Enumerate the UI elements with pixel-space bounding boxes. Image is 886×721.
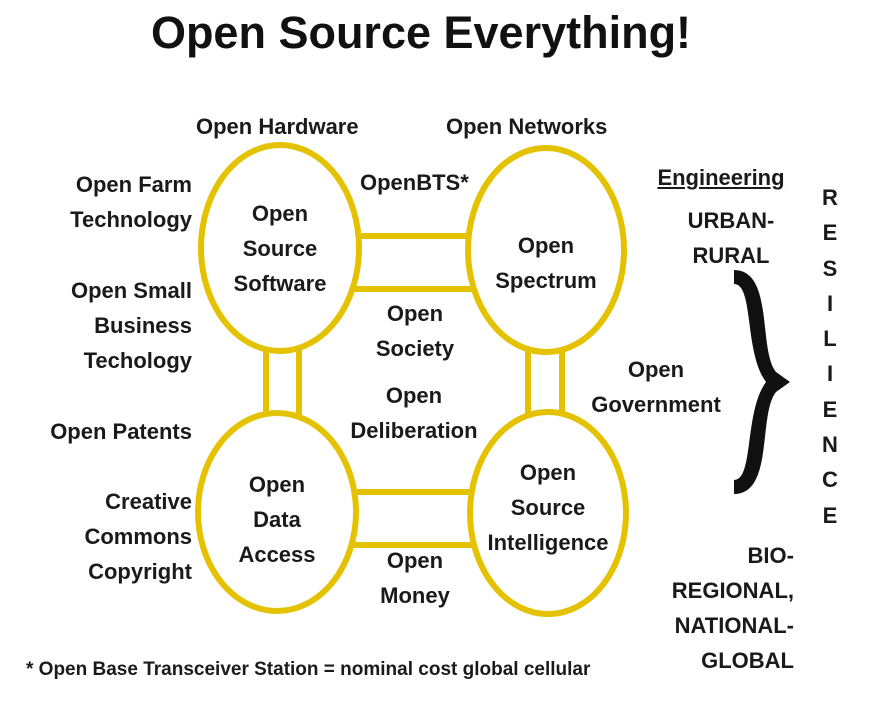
label-urban-rural: URBAN- RURAL xyxy=(687,208,775,268)
label-creative-commons: Creative Commons Copyright xyxy=(84,489,192,584)
label-open-patents: Open Patents xyxy=(50,419,192,444)
label-bio-regional: BIO- REGIONAL, NATIONAL- GLOBAL xyxy=(671,543,794,673)
label-openbts: OpenBTS* xyxy=(360,170,469,195)
node-open-source-intelligence: Open Source Intelligence xyxy=(487,460,609,555)
label-open-deliberation: Open Deliberation xyxy=(350,383,478,443)
label-open-hardware: Open Hardware xyxy=(196,114,359,139)
label-open-small-business: Open Small Business Techology xyxy=(70,278,192,373)
resilience-vertical-label: R E S I L I E N C E xyxy=(822,185,838,528)
label-open-networks: Open Networks xyxy=(446,114,608,139)
node-open-spectrum: Open Spectrum xyxy=(495,233,597,293)
page-title: Open Source Everything! xyxy=(150,7,692,58)
ellipse-open-spectrum xyxy=(465,145,627,355)
label-open-money: Open Money xyxy=(380,548,450,608)
footnote: * Open Base Transceiver Station = nomina… xyxy=(26,659,591,680)
ellipse-open-source-intelligence xyxy=(467,409,629,617)
ellipse-open-source-software xyxy=(198,142,362,354)
label-engineering: Engineering xyxy=(657,165,785,190)
connector-software-spectrum xyxy=(342,233,488,292)
label-open-government: Open Government xyxy=(591,357,721,417)
connector-data-intelligence xyxy=(337,489,485,548)
node-open-data-access: Open Data Access xyxy=(238,472,316,567)
node-open-source-software: Open Source Software xyxy=(233,201,327,296)
curly-brace-icon xyxy=(734,270,790,494)
label-open-society: Open Society xyxy=(375,301,455,361)
label-open-farm-technology: Open Farm Technology xyxy=(70,172,192,232)
ellipse-open-data-access xyxy=(195,410,359,614)
